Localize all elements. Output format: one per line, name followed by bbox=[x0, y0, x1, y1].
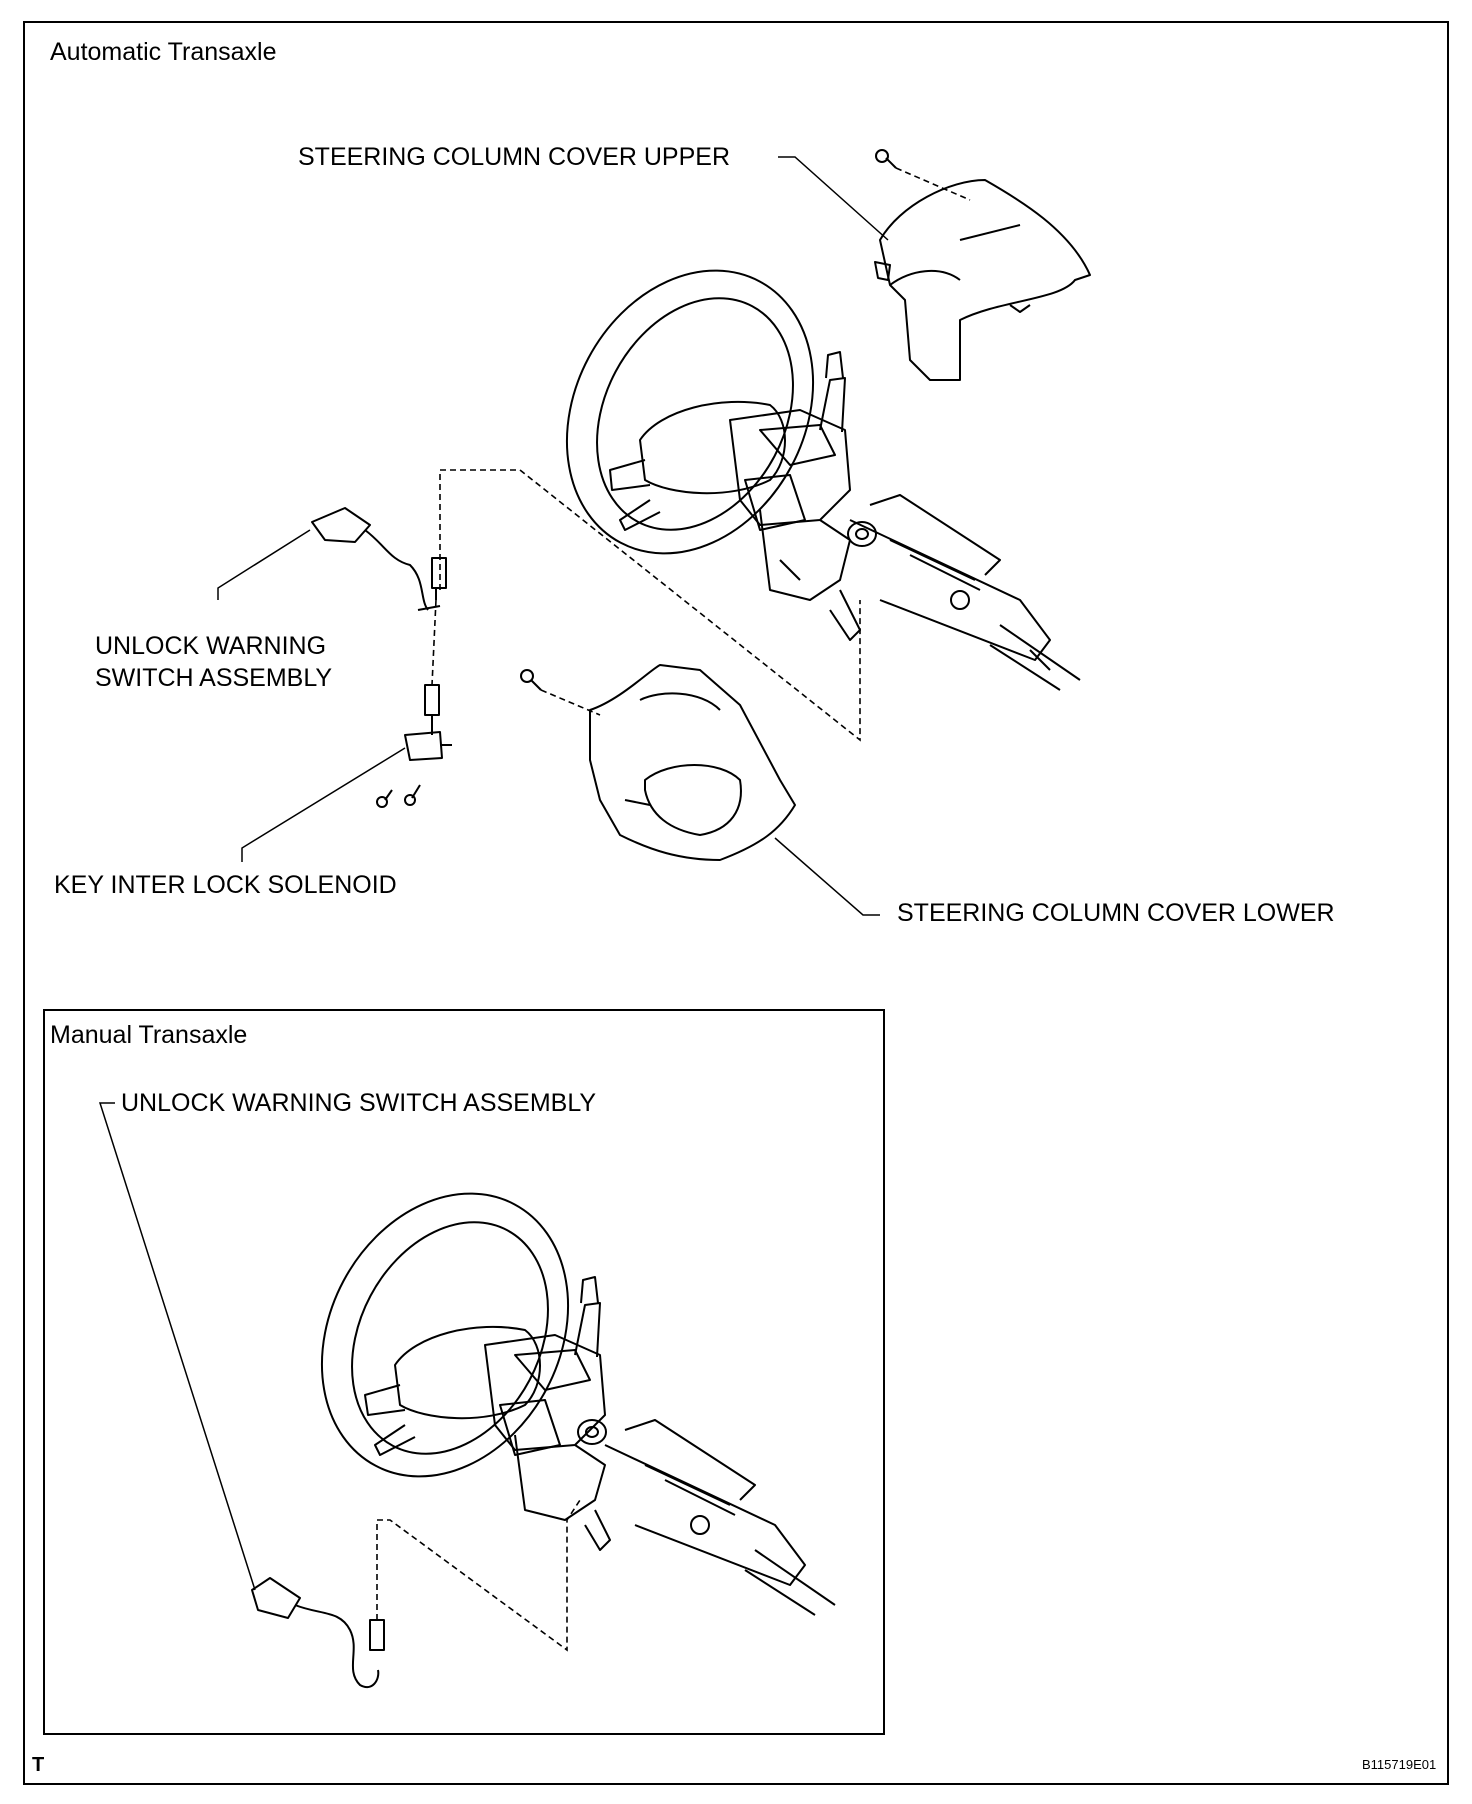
automatic-title: Automatic Transaxle bbox=[50, 38, 277, 66]
automatic-cover-upper-screw-guide bbox=[895, 167, 971, 201]
manual-leader-line bbox=[98, 1102, 256, 1591]
figure-code: B115719E01 bbox=[1362, 1757, 1437, 1772]
automatic-connector-guide bbox=[431, 469, 861, 742]
label-cover-lower: STEERING COLUMN COVER LOWER bbox=[897, 899, 1335, 927]
manual-steering-assembly bbox=[320, 1192, 836, 1616]
manual-title: Manual Transaxle bbox=[50, 1021, 248, 1049]
manual-unlock-switch-part bbox=[251, 1577, 385, 1689]
automatic-steering-assembly bbox=[565, 269, 1081, 691]
automatic-key-solenoid-part bbox=[376, 684, 452, 808]
footer-mark: T bbox=[32, 1754, 45, 1776]
label-manual-unlock-switch: UNLOCK WARNING SWITCH ASSEMBLY bbox=[121, 1089, 597, 1117]
label-cover-upper: STEERING COLUMN COVER UPPER bbox=[298, 143, 731, 171]
automatic-leader-lines bbox=[217, 156, 889, 916]
label-unlock-switch-line2: SWITCH ASSEMBLY bbox=[95, 664, 333, 692]
automatic-cover-upper-part bbox=[874, 149, 1091, 381]
outer-border bbox=[23, 21, 1449, 1785]
automatic-cover-lower-screw-guide bbox=[540, 689, 601, 716]
manual-connector-guide bbox=[376, 1499, 581, 1652]
manual-inset-border bbox=[43, 1009, 885, 1735]
automatic-unlock-switch-part bbox=[311, 507, 447, 611]
label-key-solenoid: KEY INTER LOCK SOLENOID bbox=[54, 871, 397, 899]
label-unlock-switch-line1: UNLOCK WARNING bbox=[95, 632, 327, 660]
automatic-cover-lower-part bbox=[520, 664, 796, 861]
